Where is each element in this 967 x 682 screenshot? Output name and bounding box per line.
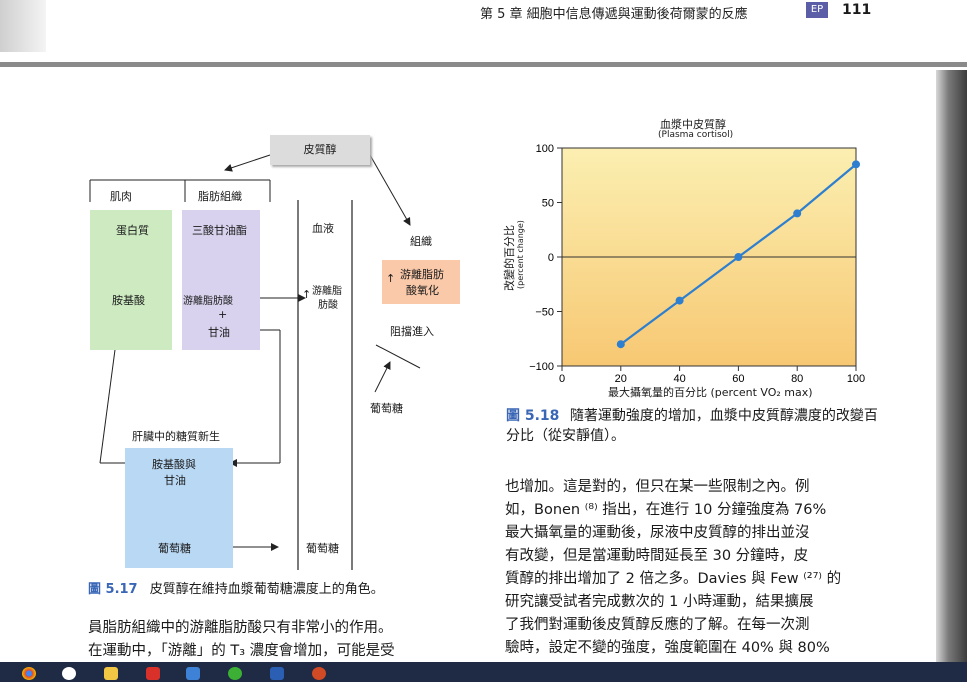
pdf-reader-icon[interactable] [146,667,160,680]
chrome-icon[interactable] [22,667,36,680]
right-line: 如，Bonen ⁽⁸⁾ 指出，在進行 10 分鐘強度為 76% [505,502,827,518]
chart-xlabel: 最大攝氧量的百分比 (percent VO₂ max) [608,386,813,399]
x-tick-label: 60 [732,373,744,385]
adipose-label: 脂肪組織 [198,190,242,203]
ffa-oxidation-line2: 酸氧化 [406,284,439,297]
data-point [616,340,625,349]
app-icon[interactable] [186,667,200,680]
aa-glycerol-line1: 胺基酸與 [152,458,196,471]
tissue-label: 組織 [410,235,432,248]
right-line: 有改變，但是當運動時間延長至 30 分鐘時，皮 [505,548,809,564]
chart-plot: −100 −50 0 50 100 0 20 40 60 80 100 [529,143,865,385]
y-tick-label: −50 [535,307,554,319]
caption-text: 皮質醇在維持血漿葡萄糖濃度上的角色。 [149,582,384,597]
taskbar [0,662,967,682]
ffa-blood-line1: 游離脂 [312,286,342,297]
header-rule [0,62,967,67]
right-line: 最大攝氧量的運動後，尿液中皮質醇的排出並沒 [505,525,810,541]
figure-5-18: 血漿中皮質醇 (Plasma cortisol) 改變的百分比 (percent… [500,110,880,402]
data-point [734,253,743,261]
chart-title: 血漿中皮質醇 [660,118,726,131]
y-tick-label: 0 [548,252,554,264]
triglyceride-label: 三酸甘油酯 [192,224,247,237]
chart-subtitle: (Plasma cortisol) [658,130,734,140]
github-icon[interactable] [62,667,76,680]
muscle-box [90,210,172,350]
x-tick-label: 80 [791,373,803,385]
liver-glucose-label: 葡萄糖 [158,542,191,555]
right-line: 了我們對運動後皮質醇反應的了解。在每一次測 [505,617,810,633]
caption-text-518: 隨著運動強度的增加，血漿中皮質醇濃度的改變百分比（從安靜值）。 [506,408,878,444]
wechat-icon[interactable] [228,667,242,680]
muscle-label: 肌肉 [110,190,132,203]
oxidation-arrow: ↑ [386,272,396,285]
blood-glucose-label: 葡萄糖 [306,542,339,555]
figure-5-17-caption: 圖 5.17 皮質醇在維持血漿葡萄糖濃度上的角色。 [88,578,384,597]
page-number: 111 [842,2,872,18]
left-paragraph-line-2: 在運動中，「游離」的 T₃ 濃度會增加，可能是受 [88,643,395,659]
caption-number-518: 圖 5.18 [506,408,560,424]
x-tick-label: 40 [673,373,685,385]
powerpoint-icon[interactable] [312,667,326,680]
blood-label: 血液 [312,222,334,235]
ffa-label: 游離脂肪酸 [183,296,233,307]
y-tick-label: 100 [536,143,554,155]
y-tick-label: 50 [542,198,554,210]
glycerol-label: 甘油 [208,326,230,339]
page-edge-shadow [936,70,967,670]
x-tick-label: 0 [559,373,565,385]
adipose-box [182,210,260,350]
y-tick-label: −100 [529,361,554,373]
aa-glycerol-line2: 甘油 [164,474,186,487]
liver-label: 肝臟中的糖質新生 [132,430,220,443]
data-point [675,296,684,305]
header-badge: EP [806,2,828,18]
data-point [793,209,802,218]
glucose-arrow-label: 葡萄糖 [370,402,403,415]
ffa-oxidation-line1: 游離脂肪 [400,268,444,281]
figure-5-18-caption: 圖 5.18 隨著運動強度的增加，血漿中皮質醇濃度的改變百分比（從安靜值）。 [506,406,886,446]
running-header: 第 5 章 細胞中信息傳遞與運動後荷爾蒙的反應 [480,7,748,22]
right-line: 研究讓受試者完成數次的 1 小時運動，結果擴展 [505,594,814,610]
plus-label: + [218,308,228,321]
cortisol-box: 皮質醇 [270,135,370,165]
amino-acid-label: 胺基酸 [112,294,145,307]
right-line: 也增加。這是對的，但只在某一些限制之內。例 [505,479,810,495]
word-icon[interactable] [270,667,284,680]
data-point [852,160,860,169]
file-explorer-icon[interactable] [104,667,118,680]
x-tick-label: 100 [847,373,865,385]
protein-label: 蛋白質 [116,224,149,237]
ffa-blood-line2: 肪酸 [318,300,338,311]
page-corner-shade [0,0,46,52]
ffa-oxidation-box [382,260,460,304]
right-line: 質醇的排出增加了 2 倍之多。Davies 與 Few ⁽²⁷⁾ 的 [505,571,842,587]
ffa-blood-arrow: ↑ [302,288,312,301]
right-paragraph: 也增加。這是對的，但只在某一些限制之內。例 如，Bonen ⁽⁸⁾ 指出，在進行… [505,476,841,660]
block-entry-label: 阻擋進入 [390,325,434,338]
x-tick-label: 20 [615,373,627,385]
figure-5-17: 皮質醇 肌肉 脂肪組織 蛋白質 胺基酸 三酸甘油酯 游離脂肪酸 + 甘油 血液 … [80,130,500,570]
left-paragraph-line-1: 員脂肪組織中的游離脂肪酸只有非常小的作用。 [88,620,393,636]
caption-number: 圖 5.17 [88,582,138,597]
liver-box [125,448,233,568]
right-line: 驗時，設定不變的強度，強度範圍在 40% 與 80% [505,640,830,656]
